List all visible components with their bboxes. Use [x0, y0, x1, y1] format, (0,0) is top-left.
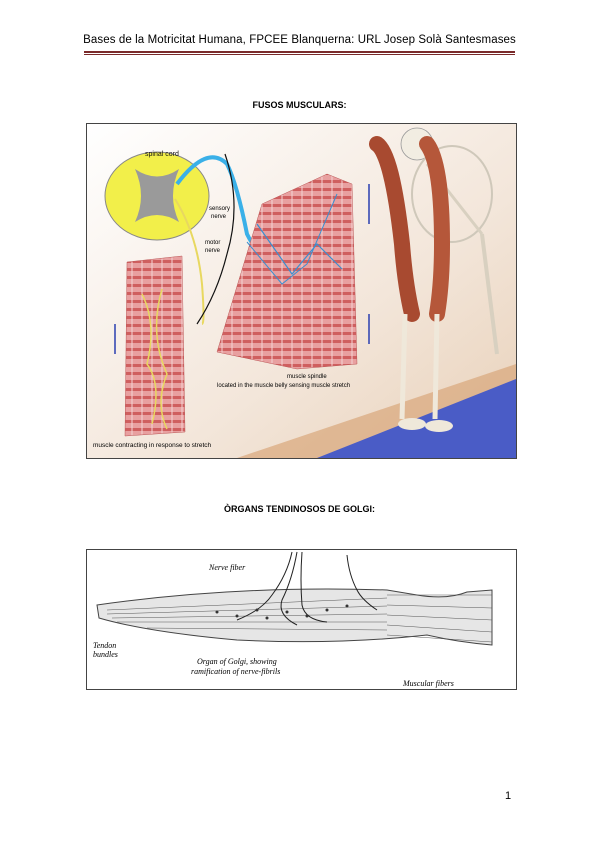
section-title-golgi: ÒRGANS TENDINOSOS DE GOLGI:	[223, 504, 375, 514]
muscle-spindle-figure: spinal cord sensory nerve motor nerve mu…	[86, 123, 517, 459]
label-nerve-fiber: Nerve fiber	[208, 563, 246, 572]
label-tendon: Tendon	[93, 641, 116, 650]
golgi-organ-illustration: Nerve fiber Tendon bundles Organ of Golg…	[87, 550, 516, 689]
label-motor-nerve: nerve	[205, 248, 221, 254]
muscle-spindle-illustration: spinal cord sensory nerve motor nerve mu…	[87, 124, 516, 458]
label-spinal-cord: spinal cord	[145, 151, 179, 158]
label-organ-desc: ramification of nerve-fibrils	[191, 667, 280, 676]
label-spindle-desc: located in the muscle belly sensing musc…	[217, 383, 350, 389]
header-rule-thin	[84, 54, 515, 55]
label-contracting: muscle contracting in response to stretc…	[93, 442, 212, 449]
label-tendon-bundles: bundles	[93, 650, 118, 659]
section-title-muscle-spindles: FUSOS MUSCULARS:	[252, 100, 347, 110]
label-sensory: sensory	[209, 206, 230, 212]
label-sensory-nerve: nerve	[211, 214, 227, 220]
label-muscular-fibers: Muscular fibers	[402, 679, 454, 688]
page-header: Bases de la Motricitat Humana, FPCEE Bla…	[83, 34, 516, 46]
label-organ: Organ of Golgi, showing	[197, 657, 277, 666]
label-spindle: muscle spindle	[287, 374, 327, 380]
header-rule	[84, 51, 515, 53]
label-motor: motor	[205, 240, 220, 246]
page-number: 1	[505, 790, 512, 802]
golgi-organ-figure: Nerve fiber Tendon bundles Organ of Golg…	[86, 549, 517, 690]
